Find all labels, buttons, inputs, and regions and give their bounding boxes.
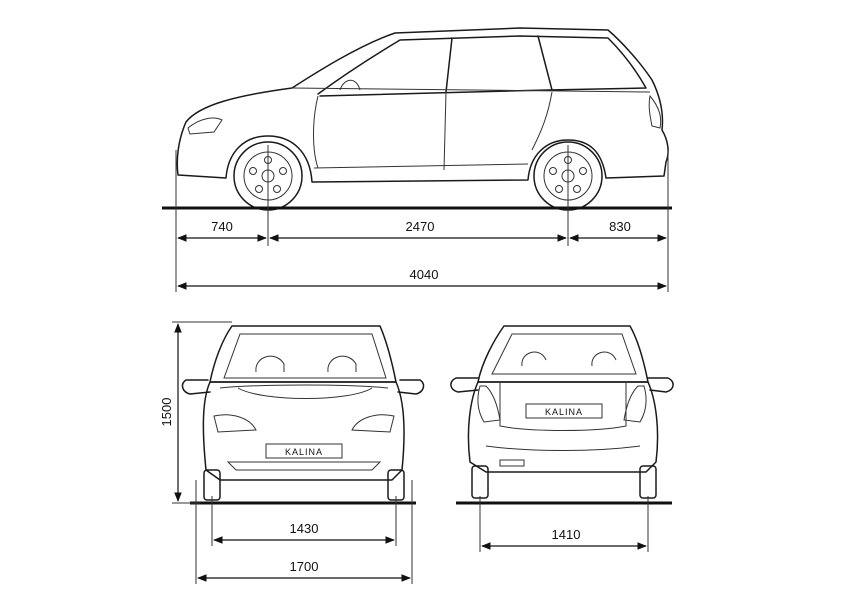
rear-left-mirror: [450, 377, 479, 393]
rear-right-mirror: [647, 377, 674, 393]
side-view: 740 2470 830 4040: [162, 27, 672, 292]
right-mirror: [397, 379, 425, 395]
front-body-outline: [202, 381, 405, 481]
height-label: 1500: [159, 398, 174, 427]
wheelbase-label: 2470: [406, 219, 435, 234]
rear-track-label: 1410: [552, 527, 581, 542]
front-plate-text: KALINA: [285, 447, 323, 457]
overall-length-label: 4040: [410, 267, 439, 282]
rear-overhang-label: 830: [609, 219, 631, 234]
front-overhang-label: 740: [211, 219, 233, 234]
rear-plate-text: KALINA: [545, 407, 583, 417]
front-view: KALINA 1500 1430 1700: [159, 321, 425, 584]
left-mirror: [181, 379, 211, 395]
front-track-label: 1430: [290, 521, 319, 536]
rear-body-outline: [467, 381, 659, 473]
side-window-frame: [317, 35, 647, 97]
side-body-outline: [176, 27, 669, 183]
rear-left-tire: [471, 465, 489, 499]
front-right-tire: [387, 469, 405, 501]
rear-view: KALINA 1410: [450, 325, 674, 552]
overall-width-label: 1700: [290, 559, 319, 574]
